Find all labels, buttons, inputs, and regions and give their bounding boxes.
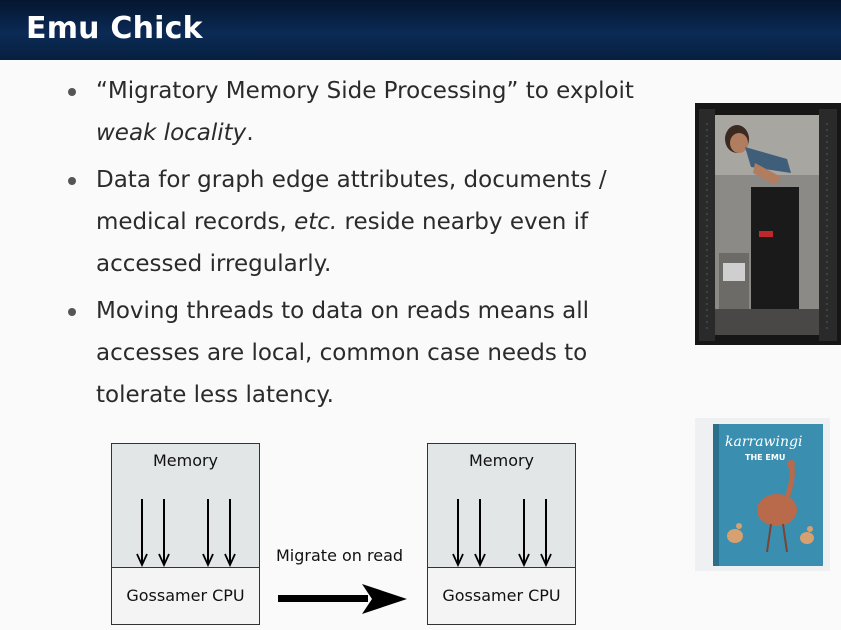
title-bar: Emu Chick: [0, 0, 841, 60]
slide-title: Emu Chick: [26, 11, 203, 46]
bullet-emphasis: weak locality: [96, 120, 247, 146]
cpu-label: Gossamer CPU: [442, 586, 561, 605]
cpu-label: Gossamer CPU: [126, 586, 245, 605]
memory-label: Memory: [152, 451, 219, 470]
memory-cpu-box-before: Memory Gossamer CPU: [111, 443, 260, 625]
memory-label: Memory: [468, 451, 535, 470]
migrate-arrow-icon: [278, 584, 407, 614]
bullet-item: Data for graph edge attributes, document…: [66, 159, 666, 285]
bullet-text: Data for graph edge attributes, document…: [96, 167, 607, 235]
book-title-text: karrawingi: [725, 434, 802, 450]
memory-access-arrows: [452, 499, 552, 568]
migrate-label: Migrate on read: [276, 546, 404, 565]
bullet-text: “Migratory Memory Side Processing” to ex…: [96, 78, 634, 104]
server-rack-illustration: [695, 103, 841, 345]
cpu-area: Gossamer CPU: [112, 567, 259, 624]
memory-cpu-box-after: Memory Gossamer CPU: [427, 443, 576, 625]
book-cover-illustration: karrawingi THE EMU: [695, 418, 830, 571]
book-cover-image: karrawingi THE EMU: [695, 418, 830, 571]
bullet-emphasis: etc.: [294, 209, 338, 235]
book-subtitle-text: THE EMU: [745, 453, 785, 462]
bullet-text: .: [246, 120, 254, 146]
bullet-item: “Migratory Memory Side Processing” to ex…: [66, 70, 666, 154]
bullet-text: reside nearby even if accessed irregular…: [96, 209, 589, 277]
memory-access-arrows: [136, 499, 236, 568]
bullet-list: “Migratory Memory Side Processing” to ex…: [66, 70, 666, 421]
server-rack-photo: [695, 103, 841, 345]
cpu-area: Gossamer CPU: [428, 567, 575, 624]
bullet-item: Moving threads to data on reads means al…: [66, 290, 666, 416]
bullet-text: Moving threads to data on reads means al…: [96, 298, 590, 408]
